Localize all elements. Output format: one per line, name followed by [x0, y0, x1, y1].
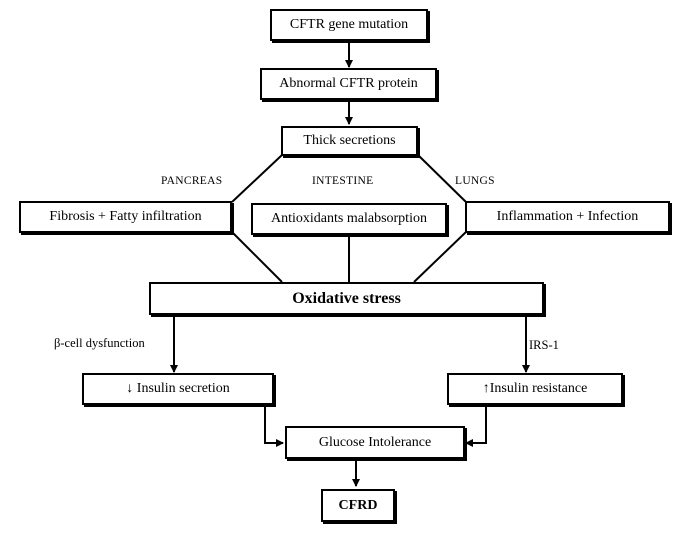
node-insulin-resistance: ↑Insulin resistance	[447, 373, 623, 405]
arrow-resistance-to-glucose	[465, 405, 487, 447]
node-antioxidants-malabsorption: Antioxidants malabsorption	[251, 203, 447, 235]
node-cfrd: CFRD	[321, 489, 395, 522]
label-pancreas: PANCREAS	[161, 175, 223, 187]
node-oxidative-stress: Oxidative stress	[149, 282, 544, 315]
line-secretions-to-pancreas	[231, 154, 283, 203]
line-pancreas-to-oxidative	[231, 231, 283, 283]
line-lungs-to-oxidative	[413, 231, 467, 283]
label-irs-1: IRS-1	[529, 338, 559, 353]
node-abnormal-cftr-protein: Abnormal CFTR protein	[260, 68, 437, 100]
node-insulin-secretion: ↓ Insulin secretion	[82, 373, 274, 405]
label-beta-cell-dysfunction: β-cell dysfunction	[54, 336, 145, 351]
node-fibrosis-fatty-infiltration: Fibrosis + Fatty infiltration	[19, 201, 232, 233]
node-glucose-intolerance: Glucose Intolerance	[285, 426, 465, 459]
node-cftr-gene-mutation: CFTR gene mutation	[270, 9, 428, 41]
line-secretions-to-lungs	[417, 154, 467, 203]
node-inflammation-infection: Inflammation + Infection	[465, 201, 670, 233]
arrow-secretion-to-glucose	[264, 405, 284, 447]
label-lungs: LUNGS	[455, 175, 495, 187]
label-intestine: INTESTINE	[312, 175, 374, 187]
node-thick-secretions: Thick secretions	[281, 126, 418, 156]
